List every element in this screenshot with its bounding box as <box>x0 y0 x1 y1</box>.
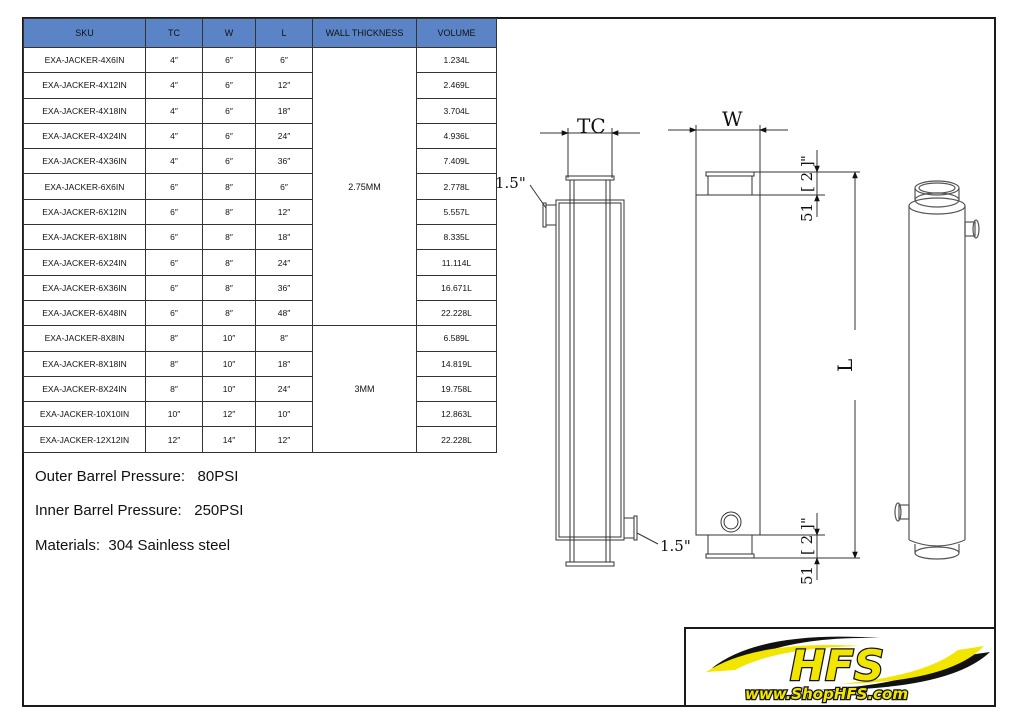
l-label: L <box>833 359 857 372</box>
volume-cell: 11.114L <box>416 249 497 276</box>
w-cell: 8″ <box>202 224 256 251</box>
w-cell: 6″ <box>202 72 256 99</box>
w-cell: 10″ <box>202 375 256 403</box>
bottom-dim-value: 51 <box>798 566 816 585</box>
outer-barrel-pressure: Outer Barrel Pressure: 80PSI <box>35 468 239 485</box>
sku-cell: EXA-JACKER-6X18IN <box>23 224 146 251</box>
port-label-bottom: 1.5" <box>660 537 691 555</box>
bottom-dim-bracket: [ 2 ] <box>798 524 816 555</box>
volume-cell: 1.234L <box>416 46 497 74</box>
sku-cell: EXA-JACKER-4X18IN <box>23 97 146 124</box>
l-cell: 24″ <box>255 122 313 150</box>
sku-cell: EXA-JACKER-4X36IN <box>23 148 146 175</box>
tc-cell: 4″ <box>145 148 203 175</box>
w-label: W <box>722 107 743 131</box>
w-cell: 6″ <box>202 122 256 150</box>
l-cell: 48″ <box>255 299 313 327</box>
l-cell: 36″ <box>255 148 313 175</box>
volume-cell: 22.228L <box>416 426 497 453</box>
port-label-top: 1.5" <box>495 174 526 192</box>
front-view <box>668 125 860 580</box>
bottom-dim-quote: " <box>798 517 816 524</box>
header-w: W <box>202 18 256 48</box>
materials-note: Materials: 304 Sainless steel <box>35 537 231 554</box>
header-wall-thickness: WALL THICKNESS <box>312 18 417 48</box>
isometric-view <box>894 180 980 560</box>
top-dim-quote: " <box>798 155 816 162</box>
w-cell: 6″ <box>202 148 256 175</box>
l-cell: 12″ <box>255 426 313 453</box>
header-volume: VOLUME <box>416 18 497 48</box>
l-cell: 12″ <box>255 72 313 99</box>
sku-cell: EXA-JACKER-4X24IN <box>23 122 146 150</box>
tc-cell: 4″ <box>145 122 203 150</box>
tc-cell: 6″ <box>145 173 203 200</box>
w-cell: 12″ <box>202 401 256 428</box>
top-dim-value: 51 <box>798 203 816 222</box>
volume-cell: 8.335L <box>416 224 497 251</box>
l-cell: 10″ <box>255 401 313 428</box>
tc-label: TC <box>577 114 606 138</box>
w-cell: 14″ <box>202 426 256 453</box>
tc-cell: 6″ <box>145 249 203 276</box>
volume-cell: 4.936L <box>416 122 497 150</box>
tc-cell: 10″ <box>145 401 203 428</box>
tc-cell: 8″ <box>145 350 203 377</box>
logo-brand: HFS <box>790 641 884 690</box>
sku-cell: EXA-JACKER-10X10IN <box>23 401 146 428</box>
logo-url: www.ShopHFS.com <box>745 685 908 703</box>
volume-cell: 7.409L <box>416 148 497 175</box>
sku-cell: EXA-JACKER-6X48IN <box>23 299 146 327</box>
sku-cell: EXA-JACKER-8X8IN <box>23 325 146 352</box>
w-cell: 8″ <box>202 249 256 276</box>
tc-cell: 4″ <box>145 72 203 99</box>
tc-cell: 6″ <box>145 198 203 226</box>
l-cell: 18″ <box>255 350 313 377</box>
wall-thickness-cell: 3MM <box>312 325 417 453</box>
wall-thickness-cell: 2.75MM <box>312 46 417 327</box>
volume-cell: 3.704L <box>416 97 497 124</box>
sku-cell: EXA-JACKER-8X24IN <box>23 375 146 403</box>
tc-cell: 12″ <box>145 426 203 453</box>
inner-barrel-pressure: Inner Barrel Pressure: 250PSI <box>35 502 244 519</box>
sku-cell: EXA-JACKER-4X12IN <box>23 72 146 99</box>
header-l: L <box>255 18 313 48</box>
tc-cell: 8″ <box>145 325 203 352</box>
w-cell: 8″ <box>202 173 256 200</box>
volume-cell: 6.589L <box>416 325 497 352</box>
w-cell: 10″ <box>202 350 256 377</box>
hfs-logo: HFS www.ShopHFS.com <box>706 636 990 704</box>
sku-cell: EXA-JACKER-6X36IN <box>23 274 146 301</box>
sku-cell: EXA-JACKER-6X24IN <box>23 249 146 276</box>
spec-table: SKU TC W L WALL THICKNESS VOLUME EXA-JAC… <box>23 18 497 453</box>
sku-cell: EXA-JACKER-12X12IN <box>23 426 146 453</box>
w-cell: 8″ <box>202 198 256 226</box>
volume-cell: 5.557L <box>416 198 497 226</box>
top-dim-bracket: [ 2 ] <box>798 161 816 192</box>
l-cell: 6″ <box>255 173 313 200</box>
tc-cell: 4″ <box>145 46 203 74</box>
l-cell: 6″ <box>255 46 313 74</box>
sku-cell: EXA-JACKER-6X12IN <box>23 198 146 226</box>
logo-box <box>684 627 996 707</box>
l-cell: 18″ <box>255 224 313 251</box>
l-cell: 24″ <box>255 249 313 276</box>
volume-cell: 2.778L <box>416 173 497 200</box>
section-view <box>529 128 659 567</box>
l-cell: 12″ <box>255 198 313 226</box>
l-cell: 24″ <box>255 375 313 403</box>
